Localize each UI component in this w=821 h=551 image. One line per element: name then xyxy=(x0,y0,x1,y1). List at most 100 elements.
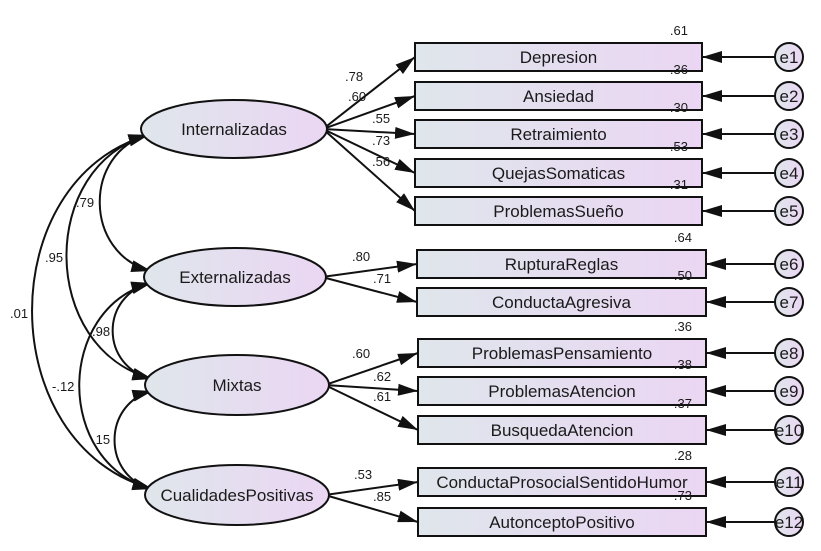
r-squared-value: .31 xyxy=(670,177,688,192)
loading-arrow xyxy=(324,383,419,396)
loading-layer xyxy=(321,56,419,523)
indicator-box xyxy=(417,507,707,537)
r-squared-value: .38 xyxy=(674,357,692,372)
latent-ellipse-cualidades xyxy=(144,464,330,526)
r-squared-value: .73 xyxy=(674,488,692,503)
covariance-value: .79 xyxy=(76,195,94,210)
error-circle xyxy=(774,507,804,537)
error-label: e10 xyxy=(775,421,803,440)
error-circle xyxy=(774,338,804,368)
covariance-arc-1-3 xyxy=(78,282,153,490)
loading-value: .61 xyxy=(373,389,391,404)
loading-arrow xyxy=(324,352,419,386)
error-label: e7 xyxy=(780,293,799,312)
loading-value: .62 xyxy=(373,369,391,384)
error-label: e8 xyxy=(780,344,799,363)
latent-label-cualidades: CualidadesPositivas xyxy=(160,486,313,505)
error-label: e3 xyxy=(780,125,799,144)
r-squared-value: .50 xyxy=(674,268,692,283)
indicator-label: Ansiedad xyxy=(523,87,594,106)
error-label: e9 xyxy=(780,382,799,401)
latent-label-internalizadas: Internalizadas xyxy=(181,120,287,139)
error-label: e2 xyxy=(780,87,799,106)
covariance-arc-0-1 xyxy=(98,134,152,272)
loading-value: .71 xyxy=(373,271,391,286)
error-label: e5 xyxy=(780,202,799,221)
loading-value: .53 xyxy=(354,467,372,482)
loading-value: .80 xyxy=(352,249,370,264)
indicator-layer: DepresionAnsiedadRetraimientoQuejasSomat… xyxy=(414,42,707,537)
indicator-label: ConductaAgresiva xyxy=(492,293,631,312)
loading-value: .55 xyxy=(372,111,390,126)
error-circle xyxy=(774,158,804,188)
loading-value: .60 xyxy=(348,89,366,104)
covariance-layer xyxy=(31,134,153,491)
loading-arrow xyxy=(321,276,418,303)
indicator-label: Depresion xyxy=(520,48,598,67)
latent-layer: InternalizadasExternalizadasMixtasCualid… xyxy=(140,99,330,526)
covariance-value: .15 xyxy=(92,432,110,447)
coefficient-layer: .79.95.01.98-.12.15.78.60.55.73.56.80.71… xyxy=(10,23,692,504)
error-label: e4 xyxy=(780,164,799,183)
loading-arrow xyxy=(322,126,416,139)
error-circle xyxy=(774,287,804,317)
r-squared-value: .61 xyxy=(670,23,688,38)
loading-value: .60 xyxy=(352,346,370,361)
r-squared-value: .36 xyxy=(674,319,692,334)
covariance-value: -.12 xyxy=(52,379,74,394)
loading-arrow xyxy=(322,56,416,130)
indicator-label: Retraimiento xyxy=(510,125,606,144)
indicator-label: ProblemasPensamiento xyxy=(472,344,652,363)
error-circle xyxy=(774,81,804,111)
latent-label-externalizadas: Externalizadas xyxy=(179,268,291,287)
error-circle xyxy=(774,119,804,149)
indicator-label: BusquedaAtencion xyxy=(491,421,634,440)
loading-value: .78 xyxy=(345,69,363,84)
indicator-box xyxy=(416,249,707,279)
error-circle xyxy=(774,415,804,445)
indicator-box xyxy=(414,81,703,111)
error-label: e11 xyxy=(775,473,802,492)
latent-label-mixtas: Mixtas xyxy=(212,376,261,395)
indicator-label: ProblemasSueño xyxy=(493,202,623,221)
covariance-arc-0-3 xyxy=(31,134,153,490)
covariance-arc-2-3 xyxy=(113,389,153,491)
error-circle xyxy=(774,249,804,279)
r-squared-value: .53 xyxy=(670,139,688,154)
indicator-label: RupturaReglas xyxy=(505,255,618,274)
error-label: e1 xyxy=(780,48,799,67)
loading-arrow xyxy=(321,260,418,278)
loading-arrow xyxy=(324,494,419,523)
r-squared-value: .36 xyxy=(670,62,688,77)
loading-value: .56 xyxy=(372,154,390,169)
covariance-value: .95 xyxy=(45,250,63,265)
loading-value: .73 xyxy=(372,133,390,148)
loading-arrow xyxy=(322,128,416,174)
r-squared-value: .28 xyxy=(674,448,692,463)
indicator-box xyxy=(414,158,703,188)
latent-ellipse-internalizadas xyxy=(140,99,328,159)
loading-arrow xyxy=(322,95,416,130)
indicator-label: QuejasSomaticas xyxy=(492,164,625,183)
covariance-arc-0-2 xyxy=(65,134,153,380)
error-label: e6 xyxy=(780,255,799,274)
loading-value: .85 xyxy=(373,489,391,504)
loading-arrow xyxy=(322,128,416,212)
indicator-label: ConductaProsocialSentidoHumor xyxy=(436,473,688,492)
loading-arrow xyxy=(324,384,419,431)
indicator-label: ProblemasAtencion xyxy=(488,382,635,401)
error-circle xyxy=(774,467,804,497)
latent-ellipse-externalizadas xyxy=(143,247,327,307)
error-circle xyxy=(774,42,804,72)
indicator-box xyxy=(417,338,707,368)
r-squared-value: .64 xyxy=(674,230,692,245)
latent-ellipse-mixtas xyxy=(144,354,330,416)
indicator-box xyxy=(417,415,707,445)
r-squared-value: .37 xyxy=(674,396,692,411)
covariance-value: .98 xyxy=(92,324,110,339)
loading-arrow xyxy=(324,478,419,496)
r-squared-value: .30 xyxy=(670,100,688,115)
